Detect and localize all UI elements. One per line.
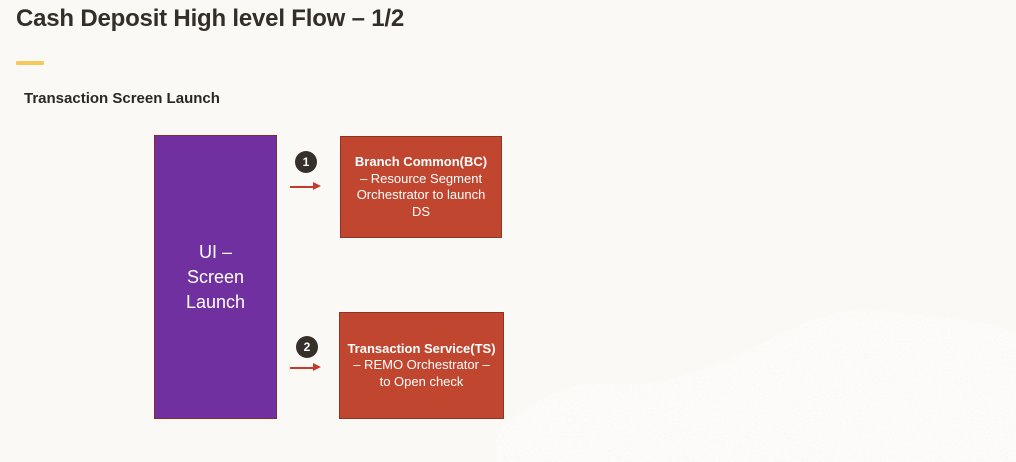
background-texture — [496, 309, 1016, 462]
transaction-service-description: – REMO Orchestrator – to Open check — [353, 357, 490, 389]
step-2-number: 2 — [303, 340, 311, 354]
branch-common-title: Branch Common(BC) — [354, 154, 488, 169]
page-title: Cash Deposit High level Flow – 1/2 — [16, 5, 404, 32]
arrow-head — [313, 363, 321, 371]
arrow-shaft — [290, 367, 314, 369]
branch-common-description: – Resource Segment Orchestrator to launc… — [356, 170, 486, 219]
ui-screen-launch-label: UI – Screen Launch — [185, 241, 246, 312]
section-subtitle: Transaction Screen Launch — [24, 90, 220, 107]
arrow-shaft — [290, 186, 314, 188]
step-1-arrow-icon — [290, 182, 321, 191]
title-accent-bar — [16, 61, 44, 65]
branch-common-box: Branch Common(BC) – Resource Segment Orc… — [340, 136, 502, 238]
step-2-arrow-icon — [290, 363, 321, 372]
step-2-badge: 2 — [296, 336, 318, 358]
step-1-badge: 1 — [295, 151, 317, 173]
transaction-service-box: Transaction Service(TS) – REMO Orchestra… — [339, 312, 504, 419]
arrow-head — [313, 182, 321, 190]
ui-screen-launch-box: UI – Screen Launch — [154, 135, 277, 419]
transaction-service-title: Transaction Service(TS) — [347, 340, 496, 356]
step-1-number: 1 — [302, 155, 310, 169]
